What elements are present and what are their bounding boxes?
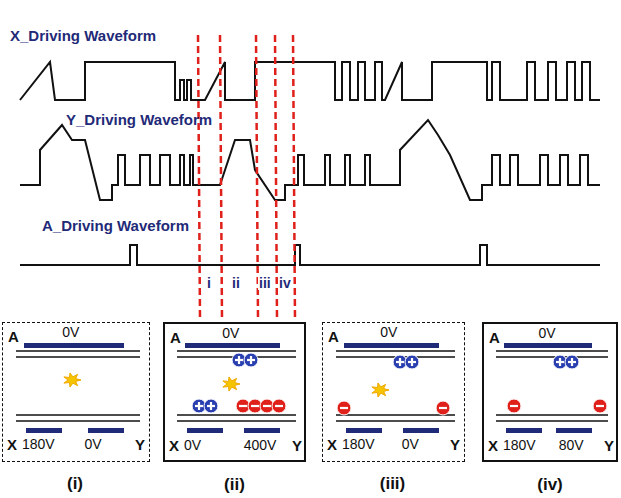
- dielectric-line: [16, 420, 140, 422]
- cell-panel: A0VX180V80VY(iv): [482, 322, 618, 462]
- electrode-name: Y: [604, 438, 614, 453]
- positive-charge: [204, 399, 218, 413]
- dielectric-line: [496, 414, 608, 416]
- voltage-label: 80V: [559, 438, 584, 452]
- negative-charge: [272, 399, 286, 413]
- drive-waveform: [20, 62, 600, 100]
- panel-caption: (iv): [484, 476, 616, 493]
- electrode-name: Y: [292, 438, 302, 453]
- phase-divider: [275, 35, 277, 320]
- electrode-name: A: [328, 329, 339, 344]
- dielectric-line: [336, 414, 455, 416]
- dielectric-line: [496, 356, 608, 358]
- voltage-label: 0V: [538, 326, 555, 340]
- electrode-bar: [24, 343, 124, 348]
- waveform-label: A_Driving Waveform: [42, 218, 189, 233]
- panel-caption: (i): [3, 475, 147, 492]
- discharge-spark: [64, 373, 81, 387]
- dielectric-line: [177, 420, 296, 422]
- voltage-label: 0V: [402, 437, 419, 451]
- electrode-bar: [346, 428, 382, 433]
- phase-divider: [220, 35, 222, 320]
- drive-waveform: [20, 245, 600, 265]
- negative-charge: [337, 401, 351, 415]
- phase-label: iii: [258, 276, 272, 290]
- cell-panel: A0VX180V0VY(i): [2, 322, 150, 462]
- electrode-name: A: [8, 329, 19, 344]
- waveform-label: X_Driving Waveform: [10, 28, 156, 43]
- voltage-label: 0V: [184, 438, 201, 452]
- electrode-name: X: [488, 438, 498, 453]
- dielectric-line: [16, 356, 140, 358]
- electrode-bar: [403, 428, 439, 433]
- phase-label: iv: [278, 276, 292, 290]
- electrode-name: X: [327, 437, 337, 452]
- voltage-label: 0V: [380, 325, 397, 339]
- phase-divider: [293, 35, 295, 320]
- dielectric-line: [16, 414, 140, 416]
- electrode-bar: [26, 428, 62, 433]
- dielectric-line: [496, 420, 608, 422]
- voltage-label: 400V: [244, 438, 277, 452]
- voltage-label: 180V: [22, 437, 55, 451]
- phase-label: i: [206, 276, 212, 290]
- electrode-bar: [88, 428, 124, 433]
- electrode-name: X: [7, 437, 17, 452]
- phase-label: ii: [231, 276, 241, 290]
- voltage-label: 0V: [222, 326, 239, 340]
- electrode-name: X: [169, 438, 179, 453]
- positive-charge: [565, 355, 579, 369]
- dielectric-line: [336, 420, 455, 422]
- electrode-bar: [185, 343, 280, 348]
- positive-charge: [244, 353, 258, 367]
- electrode-name: A: [489, 330, 500, 345]
- dielectric-line: [177, 350, 296, 352]
- electrode-bar: [556, 428, 592, 433]
- negative-charge: [507, 399, 521, 413]
- discharge-spark: [223, 377, 240, 391]
- panel-caption: (ii): [165, 476, 304, 493]
- dielectric-line: [336, 350, 455, 352]
- cell-panel: A0VX0V400VY(ii): [163, 322, 306, 462]
- dielectric-line: [177, 414, 296, 416]
- voltage-label: 180V: [503, 438, 536, 452]
- electrode-bar: [504, 343, 592, 348]
- electrode-bar: [506, 428, 542, 433]
- positive-charge: [405, 355, 419, 369]
- electrode-bar: [344, 343, 439, 348]
- electrode-bar: [187, 428, 223, 433]
- voltage-label: 0V: [62, 325, 79, 339]
- cell-panel: A0VX180V0VY(iii): [322, 322, 465, 462]
- negative-charge: [436, 401, 450, 415]
- dielectric-line: [16, 350, 140, 352]
- phase-divider: [198, 35, 200, 320]
- panel-caption: (iii): [323, 475, 462, 492]
- electrode-name: A: [170, 330, 181, 345]
- voltage-label: 180V: [342, 437, 375, 451]
- voltage-label: 0V: [84, 437, 101, 451]
- discharge-spark: [372, 383, 389, 397]
- electrode-name: Y: [135, 437, 145, 452]
- negative-charge: [593, 399, 607, 413]
- electrode-bar: [244, 428, 280, 433]
- drive-waveform: [20, 120, 600, 200]
- waveform-label: Y_Driving Waveform: [66, 112, 212, 127]
- electrode-name: Y: [450, 437, 460, 452]
- dielectric-line: [496, 350, 608, 352]
